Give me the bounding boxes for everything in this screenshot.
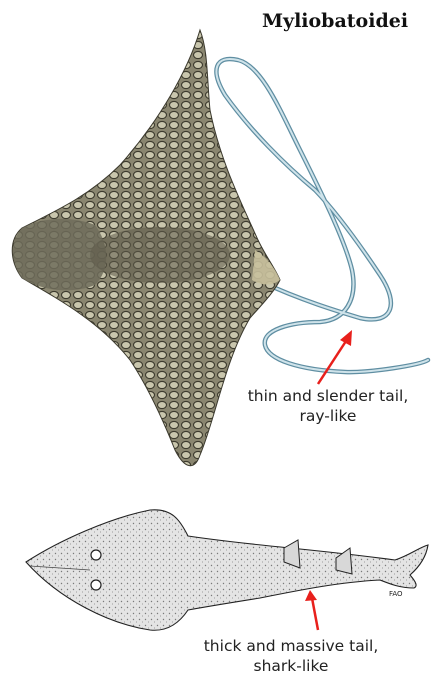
ray-tail (216, 59, 428, 372)
ray-tail-caption: thin and slender tail, ray-like (228, 386, 428, 426)
shark-caption-line-1: thick and massive tail, (176, 636, 406, 656)
shark-ray-image (26, 510, 428, 630)
ray-caption-line-1: thin and slender tail, (228, 386, 428, 406)
fao-credit: FAO (389, 590, 403, 598)
shark-tail-caption: thick and massive tail, shark-like (176, 636, 406, 676)
shark-caption-line-2: shark-like (176, 656, 406, 676)
ray-caption-line-2: ray-like (228, 406, 428, 426)
